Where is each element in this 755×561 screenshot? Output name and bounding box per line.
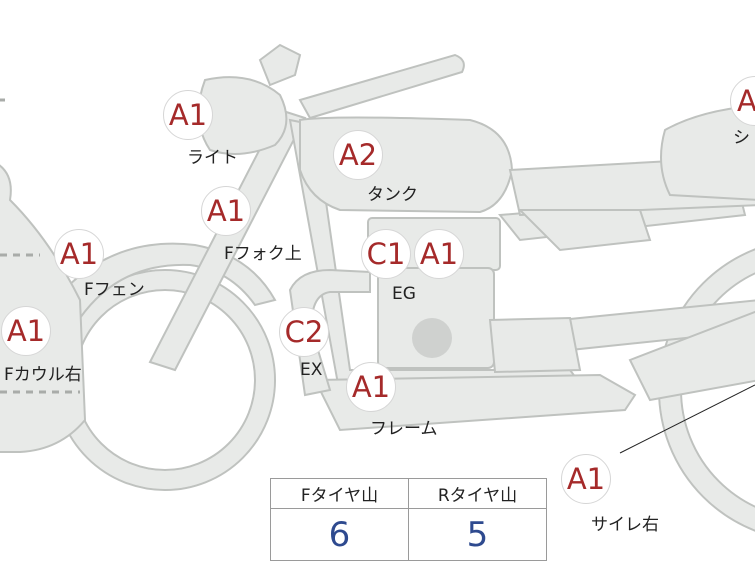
grade-badge-f-fork-upper: A1 (201, 186, 251, 236)
part-label-seat: シ (733, 128, 750, 148)
rear-cowl-shape (660, 104, 755, 201)
part-label-tank: タンク (367, 185, 418, 205)
mirror-shape (258, 43, 302, 87)
part-label-exhaust: EX (300, 360, 323, 380)
rear-tire-header: Rタイヤ山 (408, 478, 547, 509)
rear-tire-value: 5 (408, 508, 547, 561)
side-cover-shape (517, 209, 652, 252)
part-label-silencer-right: サイレ右 (591, 515, 659, 535)
grade-badge-light: A1 (163, 90, 213, 140)
front-tire-header: Fタイヤ山 (270, 478, 409, 509)
part-label-frame: フレーム (370, 419, 438, 439)
part-label-f-fender: Fフェン (84, 280, 145, 300)
grade-badge-f-cowl-right: A1 (1, 306, 51, 356)
grade-badge-frame: A1 (346, 362, 396, 412)
front-fork-shape (148, 108, 307, 372)
crankcase-shape (488, 316, 582, 374)
grade-badge-f-fender: A1 (54, 229, 104, 279)
part-label-f-cowl-right: Fカウル右 (4, 365, 82, 385)
front-wheel (56, 271, 274, 489)
front-wheel-inner-outline (74, 289, 256, 471)
silencer-leader-line (619, 384, 755, 454)
tire-table-header-row: Fタイヤ山 Rタイヤ山 (270, 478, 547, 509)
engine-cover-shape (412, 318, 452, 358)
grade-badge-silencer-right: A1 (561, 454, 611, 504)
grade-badge-engine-1: C1 (361, 229, 411, 279)
tire-tread-table: Fタイヤ山 Rタイヤ山 6 5 (270, 478, 547, 561)
front-tire-value: 6 (270, 508, 409, 561)
part-label-f-fork-upper: Fフォク上 (224, 244, 302, 264)
handlebar-shape (298, 53, 465, 120)
tire-table-value-row: 6 5 (270, 508, 547, 561)
grade-badge-tank: A2 (333, 130, 383, 180)
front-cowl-shape (0, 164, 87, 453)
part-label-light: ライト (187, 148, 238, 168)
grade-badge-engine-2: A1 (414, 229, 464, 279)
part-label-engine: EG (392, 284, 416, 304)
grade-badge-exhaust: C2 (279, 307, 329, 357)
silencer-shape (628, 310, 755, 402)
